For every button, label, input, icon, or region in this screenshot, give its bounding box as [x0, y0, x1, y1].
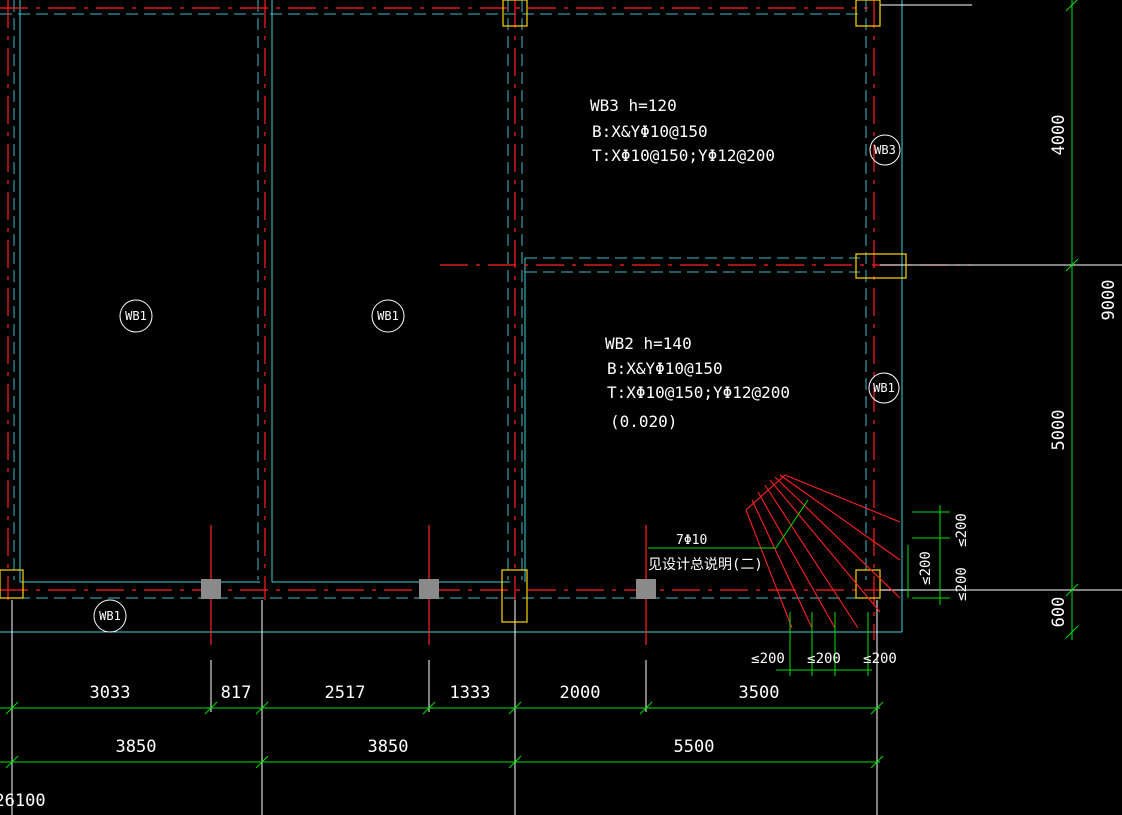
corner-limit-label: ≤200 — [751, 651, 785, 667]
dimension-total-label: 9000 — [1099, 280, 1119, 321]
corner-limit-dims-bottom — [776, 612, 872, 676]
column — [0, 569, 24, 599]
slab-tag-label: WB3 — [874, 143, 896, 157]
corner-limit-label: ≤200 — [954, 567, 970, 601]
wall-outline — [0, 0, 903, 633]
dimension-lines-horizontal — [0, 701, 884, 769]
dimension-label: 2517 — [325, 683, 366, 703]
note-line: WB2 h=140 — [605, 334, 692, 353]
dimension-label: 5000 — [1049, 410, 1069, 451]
dimension-label: 5500 — [674, 737, 715, 757]
column — [501, 569, 528, 623]
slab-tag-label: WB1 — [377, 309, 399, 323]
slab-note-wb3: WB3 h=120 B:X&YΦ10@150 T:XΦ10@150;YΦ12@2… — [590, 96, 775, 165]
column — [855, 253, 907, 279]
note-line: T:XΦ10@150;YΦ12@200 — [592, 146, 775, 165]
slab-tag-label: WB1 — [873, 381, 895, 395]
corner-rebar-label: 7Φ10 — [676, 533, 707, 548]
dimension-label: 600 — [1049, 597, 1069, 628]
slab-tag: WB1 — [868, 372, 900, 404]
column — [201, 579, 221, 599]
dimension-label: 3033 — [90, 683, 131, 703]
dimension-label: 3850 — [116, 737, 157, 757]
corner-limit-label: ≤200 — [863, 651, 897, 667]
corner-limit-label: ≤200 — [918, 551, 934, 585]
dimension-label: 3500 — [739, 683, 780, 703]
column — [636, 579, 656, 599]
note-line: WB3 h=120 — [590, 96, 677, 115]
column — [502, 0, 528, 27]
column — [419, 579, 439, 599]
dimension-label: 1333 — [450, 683, 491, 703]
slab-tag-label: WB1 — [99, 609, 121, 623]
slab-note-wb2: WB2 h=140 B:X&YΦ10@150 T:XΦ10@150;YΦ12@2… — [605, 334, 790, 431]
corner-rebar-note: 见设计总说明(二) — [648, 557, 763, 573]
note-line: (0.020) — [610, 412, 677, 431]
note-line: B:X&YΦ10@150 — [607, 359, 723, 378]
slab-tag: WB1 — [119, 299, 153, 333]
dimension-label: 2000 — [560, 683, 601, 703]
corner-limit-dims-right — [907, 505, 950, 605]
note-line: T:XΦ10@150;YΦ12@200 — [607, 383, 790, 402]
corner-rebar-leader — [648, 499, 809, 549]
corner-limit-label: ≤200 — [954, 513, 970, 547]
slab-tag: WB3 — [869, 134, 901, 166]
dimension-lines-vertical — [1065, 0, 1079, 640]
slab-tag-label: WB1 — [125, 309, 147, 323]
dimension-label: 3850 — [368, 737, 409, 757]
dimension-label: 4000 — [1049, 115, 1069, 156]
corner-rebar-fan — [745, 474, 901, 629]
column — [855, 0, 881, 27]
corner-limit-label: ≤200 — [807, 651, 841, 667]
dimension-label: 817 — [221, 683, 252, 703]
slab-tag: WB1 — [371, 299, 405, 333]
dimension-total-label: 26100 — [0, 791, 46, 811]
slab-tag: WB1 — [93, 599, 127, 633]
note-line: B:X&YΦ10@150 — [592, 122, 708, 141]
